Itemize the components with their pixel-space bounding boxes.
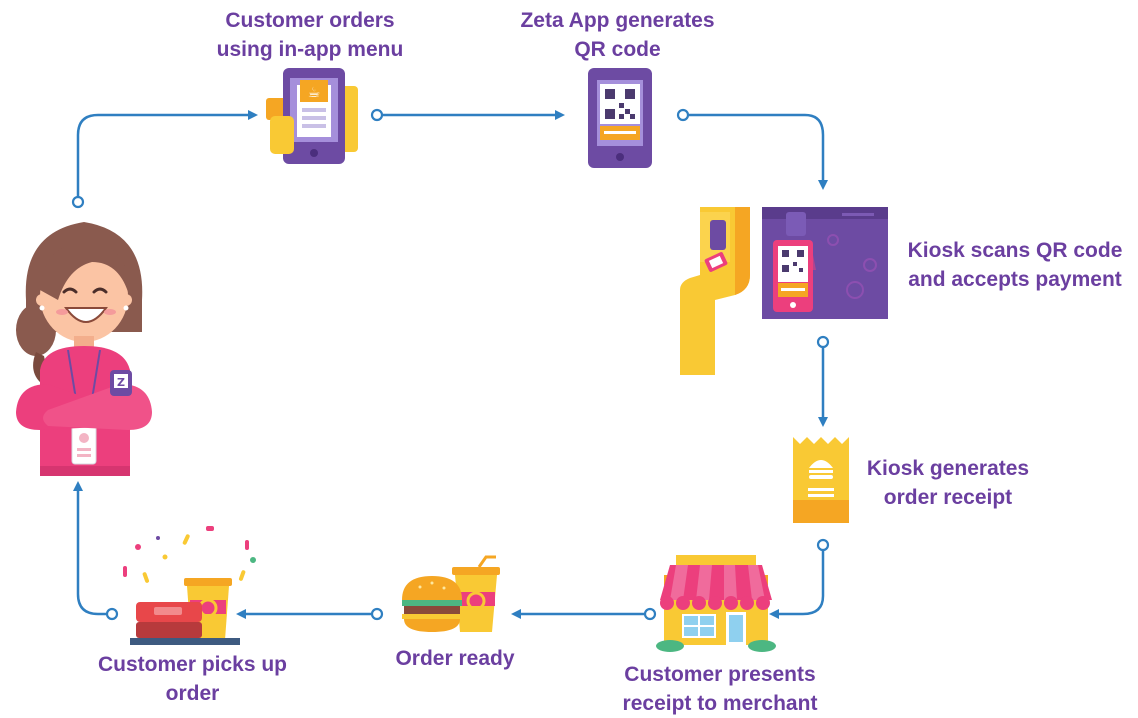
flow-arrow-origins bbox=[71, 108, 830, 621]
badge-z: Z bbox=[117, 376, 125, 389]
step-label-zeta-app-qr: Zeta App generates QR code bbox=[520, 9, 715, 61]
step-label-order-ready: Order ready bbox=[395, 647, 515, 670]
step-label-kiosk-receipt: Kiosk generates order receipt bbox=[866, 457, 1030, 509]
svg-text:☕: ☕ bbox=[308, 85, 321, 101]
arrow-receipt-to-shop bbox=[769, 550, 825, 619]
step-label-customer-orders: Customer orders using in-app menu bbox=[216, 9, 404, 61]
customer-illustration: Z bbox=[16, 222, 152, 476]
step-label-kiosk-scans: Kiosk scans QR code and accepts payment bbox=[907, 239, 1123, 291]
flow-arrows bbox=[73, 110, 828, 619]
arrow-qr-to-kiosk bbox=[688, 113, 828, 190]
arrow-customer-to-app bbox=[76, 110, 258, 198]
phone-menu-icon: ☕ bbox=[266, 68, 358, 164]
step-label-customer-picks-up: Customer picks up order bbox=[97, 653, 288, 705]
step-label-customer-presents: Customer presents receipt to merchant bbox=[622, 663, 818, 715]
pickup-tray-icon bbox=[123, 526, 256, 645]
phone-qr-icon bbox=[588, 68, 652, 168]
kiosk-icon bbox=[680, 207, 888, 375]
burger-drink-icon bbox=[402, 555, 500, 632]
arrow-pickup-to-customer bbox=[73, 481, 107, 616]
shop-icon bbox=[656, 555, 776, 652]
receipt-icon bbox=[793, 437, 849, 523]
